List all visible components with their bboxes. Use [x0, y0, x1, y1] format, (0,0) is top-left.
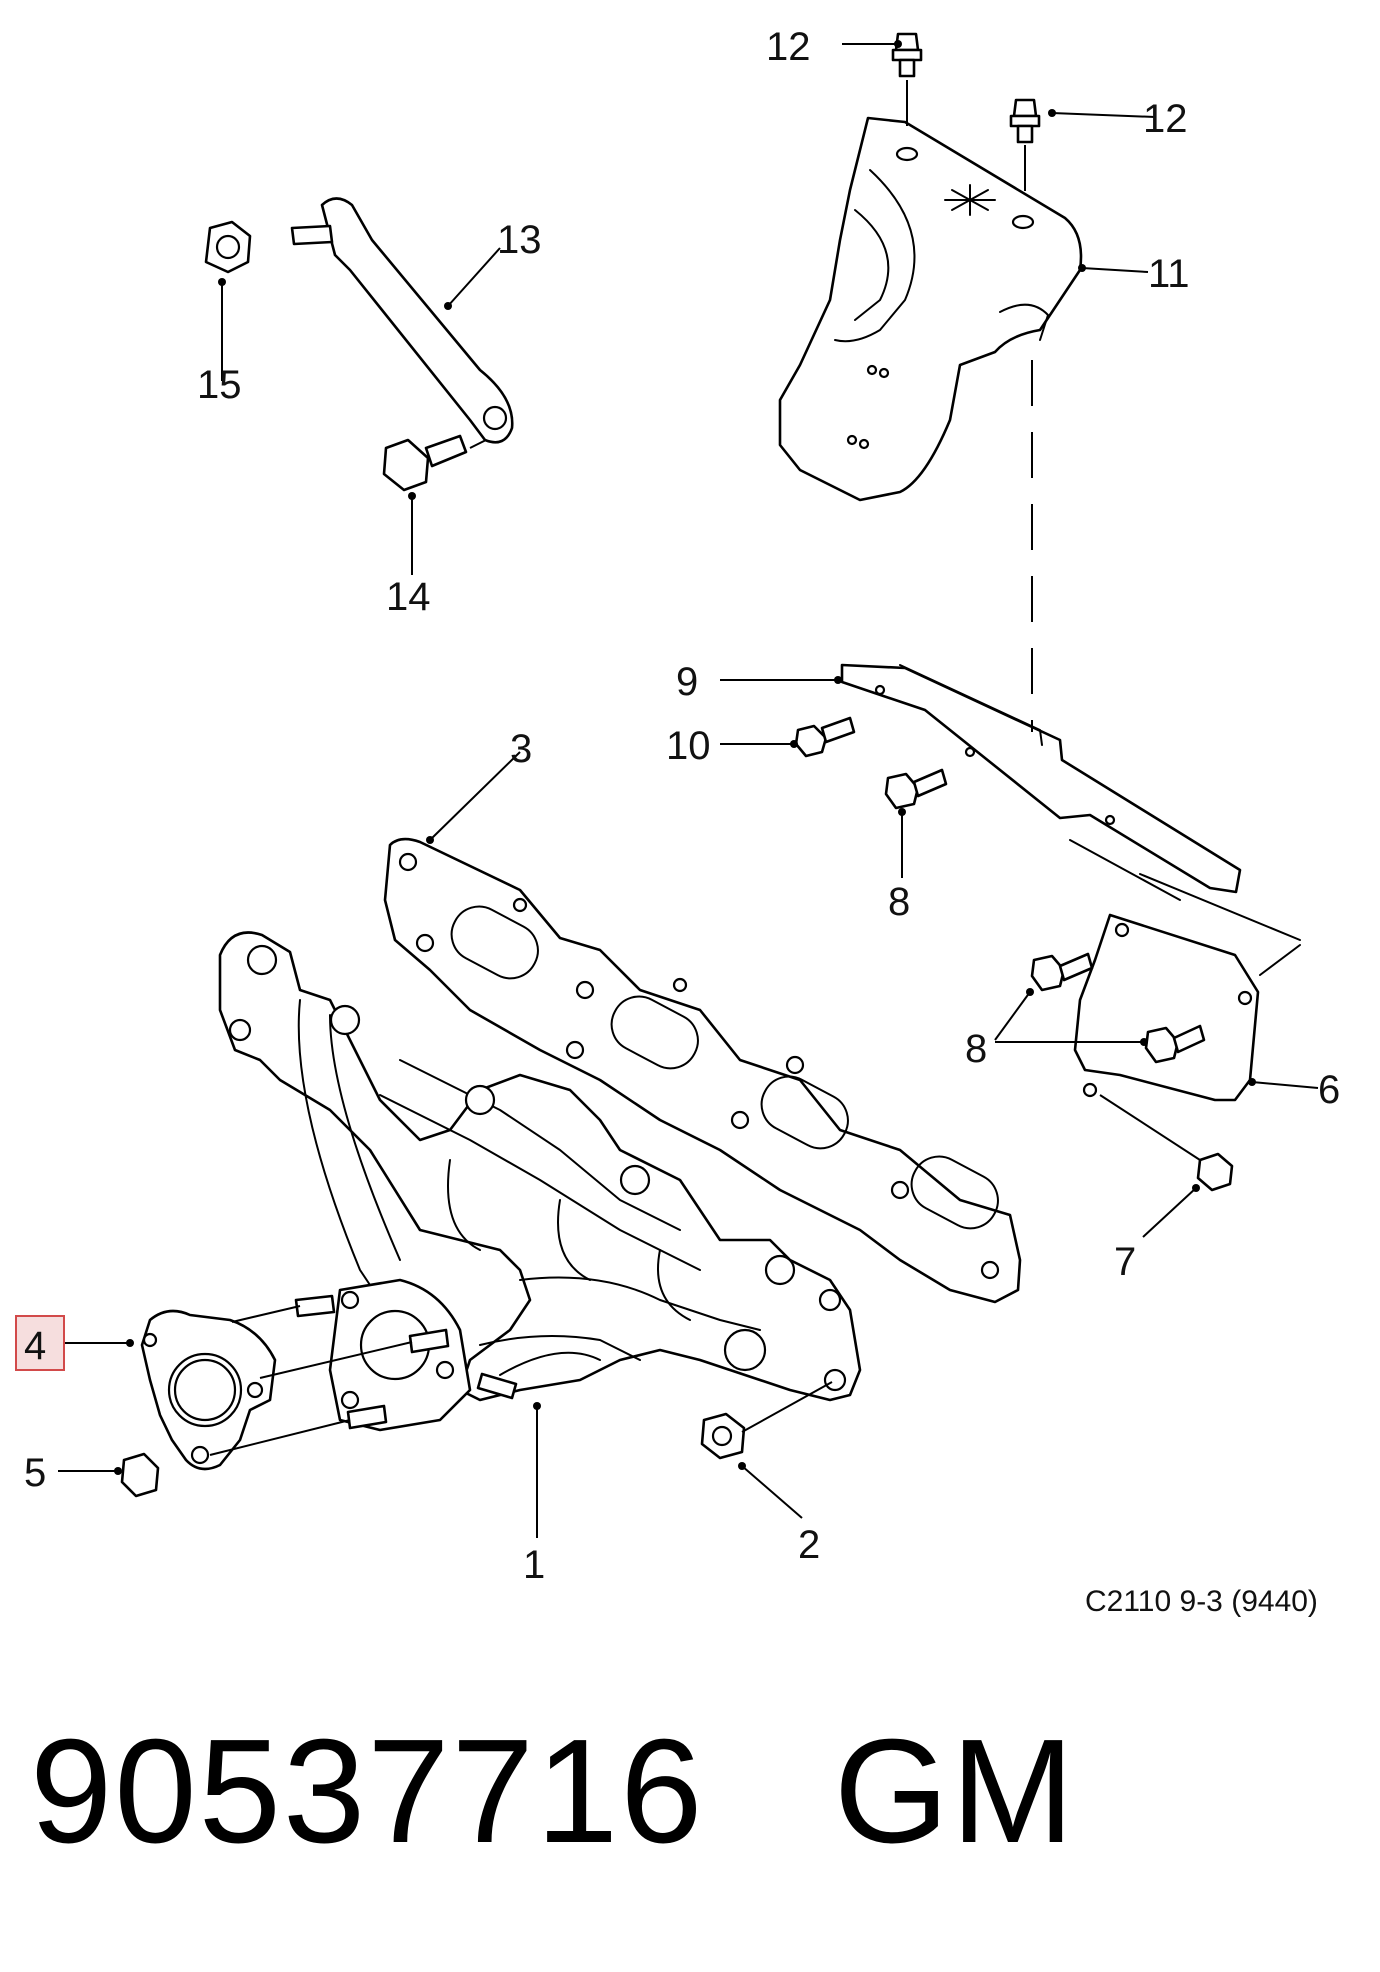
stud-lower	[346, 1404, 388, 1430]
callout-11: 11	[1148, 252, 1190, 296]
manifold-gasket-part-3	[383, 837, 1022, 1304]
callout-5: 5	[24, 1451, 46, 1495]
callout-2: 2	[798, 1523, 820, 1567]
callout-8-upper: 8	[888, 880, 910, 924]
nut-part-7	[1196, 1152, 1234, 1192]
callout-1: 1	[523, 1543, 545, 1587]
nut-part-15	[204, 220, 252, 274]
heat-shield-part-11	[778, 116, 1083, 502]
callout-15: 15	[197, 363, 242, 407]
bolt-part-8-upper	[884, 768, 948, 810]
diagram-caption: C2110 9-3 (9440)	[1085, 1585, 1318, 1618]
callout-9: 9	[676, 660, 698, 704]
callout-8-lower: 8	[965, 1027, 987, 1071]
callout-12-right: 12	[1143, 97, 1188, 141]
bolt-part-8-lower	[1144, 1024, 1206, 1064]
bracket-part-13	[290, 197, 514, 444]
part-number-heading: 90537716 GM	[30, 1709, 1077, 1874]
nut-part-5	[120, 1452, 160, 1498]
callout-3: 3	[510, 727, 532, 771]
callout-4-highlight	[15, 1315, 65, 1371]
exhaust-manifold-part-1	[218, 931, 862, 1432]
callout-6: 6	[1318, 1068, 1340, 1112]
bolt-part-14	[382, 434, 468, 492]
callout-13: 13	[497, 218, 542, 262]
bolt-part-10	[794, 716, 856, 758]
bolt-part-8-mid	[1030, 952, 1094, 992]
stud-front	[476, 1372, 518, 1400]
callout-14: 14	[386, 575, 431, 619]
callout-7: 7	[1114, 1240, 1136, 1284]
flange-gasket-part-4	[140, 1309, 277, 1471]
stud-upper	[294, 1294, 336, 1318]
callout-12-left: 12	[766, 25, 811, 69]
leader-lines	[52, 40, 1319, 1538]
bolt-part-12-right	[1009, 98, 1041, 144]
callout-labels: 12 12 11 13 15 14 9 10 8 8 6 7 3 1 2 5 4…	[15, 25, 1340, 1618]
stud-middle	[408, 1328, 450, 1354]
heat-shield-part-6	[1073, 913, 1260, 1102]
callout-4: 4	[24, 1324, 46, 1368]
nut-part-2	[700, 1412, 746, 1460]
bracket-part-9	[840, 663, 1301, 976]
callout-10: 10	[666, 724, 711, 768]
